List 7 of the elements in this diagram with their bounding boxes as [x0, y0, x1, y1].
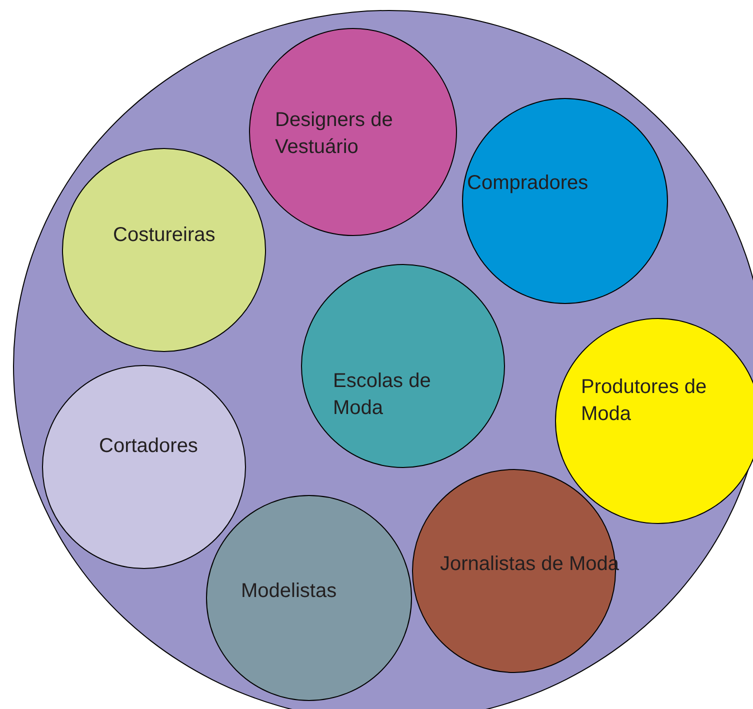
- circle-label: Modelistas: [241, 579, 338, 604]
- circle-label: Produtores de Moda: [581, 375, 708, 427]
- circle-label: Cortadores: [99, 434, 199, 459]
- circle-label: Designers de Vestuário: [275, 108, 394, 160]
- circle-label: Costureiras: [113, 223, 216, 248]
- circle-label: Escolas de Moda: [333, 369, 432, 421]
- circle-label: Compradores: [467, 171, 590, 196]
